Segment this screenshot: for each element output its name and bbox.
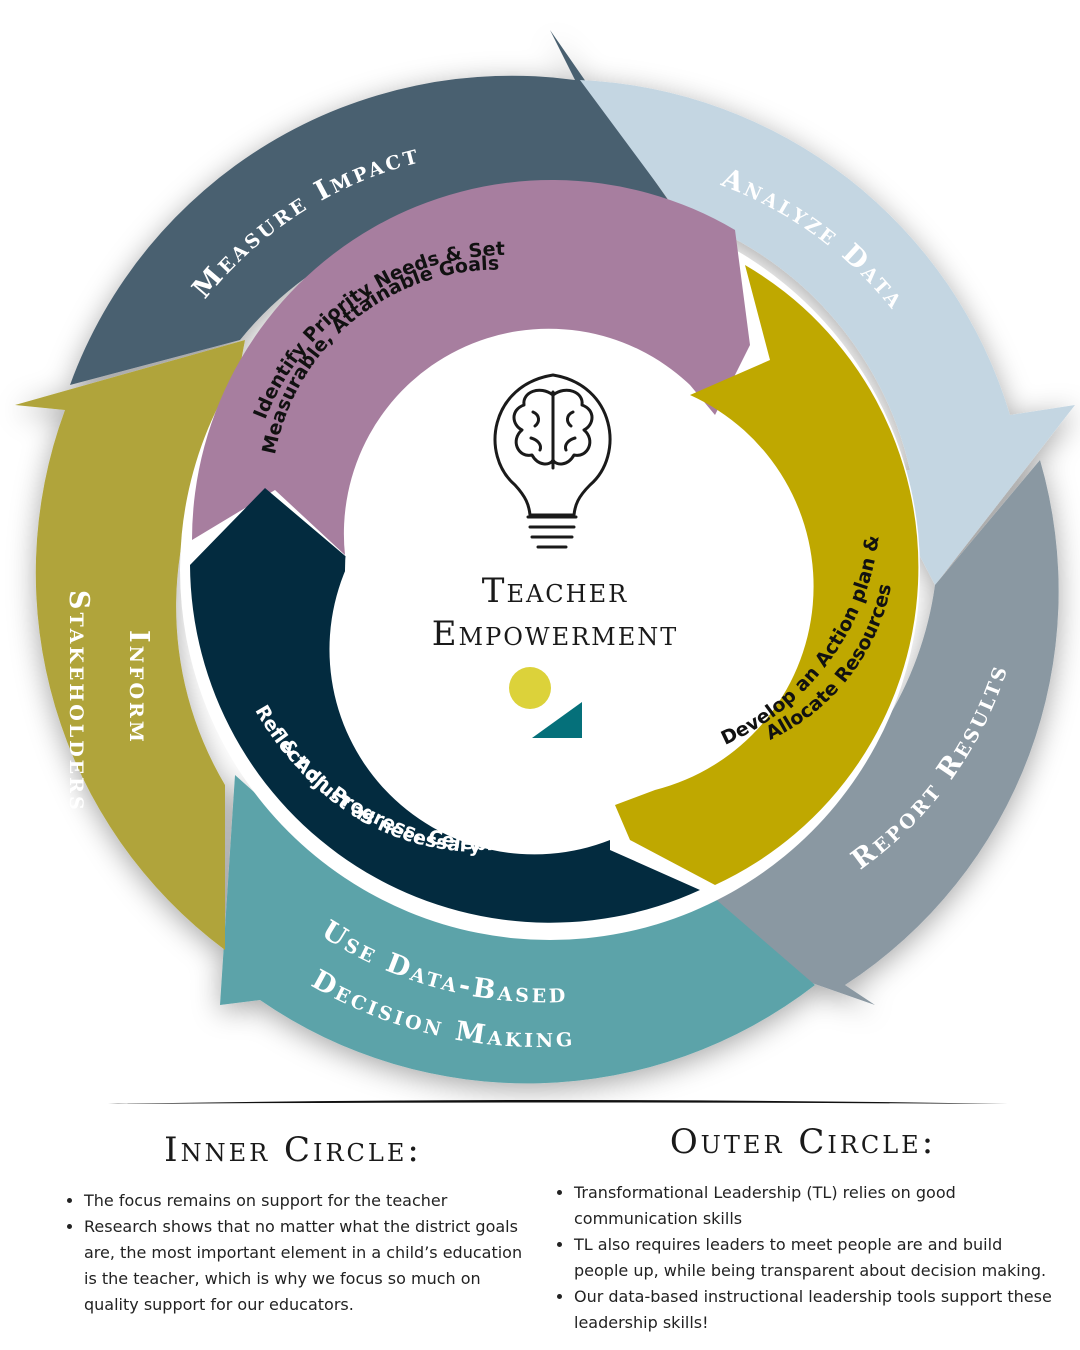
outer-segment-inform (15, 340, 245, 950)
divider-line (108, 1100, 1008, 1104)
inner-circle-heading: Inner Circle: (164, 1130, 422, 1170)
outer-segment-analyze-data (580, 80, 1075, 585)
center-circle (345, 365, 755, 775)
inner-circle-bullets: The focus remains on support for the tea… (58, 1188, 528, 1318)
inner-segment-identify (192, 180, 750, 555)
list-item: Transformational Leadership (TL) relies … (574, 1180, 1058, 1232)
list-item: Our data-based instructional leadership … (574, 1284, 1058, 1336)
outer-circle-section: Outer Circle: Transformational Leadershi… (548, 1122, 1058, 1336)
outer-segment-use-data (220, 775, 815, 1084)
teal-triangle-icon (532, 702, 582, 738)
outer-circle-heading: Outer Circle: (669, 1122, 937, 1162)
list-item: TL also requires leaders to meet people … (574, 1232, 1058, 1284)
center-title-line1: Teacher (482, 571, 628, 611)
yellow-dot-icon (509, 667, 551, 709)
inner-circle (190, 180, 919, 923)
inner-circle-section: Inner Circle: The focus remains on suppo… (58, 1130, 528, 1318)
inner-segment-reflect (190, 488, 700, 923)
outer-circle-bullets: Transformational Leadership (TL) relies … (548, 1180, 1058, 1336)
list-item: The focus remains on support for the tea… (84, 1188, 528, 1214)
lightbulb-brain-icon (493, 373, 612, 549)
outer-label-inform-line2: Stakeholders (63, 590, 94, 813)
cycle-diagram: Teacher Empowerment Measure Impact Analy… (15, 30, 1075, 1084)
outer-label-inform-line1: Inform (123, 630, 154, 745)
inner-segment-develop (615, 265, 919, 885)
center-title-line2: Empowerment (432, 614, 679, 654)
list-item: Research shows that no matter what the d… (84, 1214, 528, 1318)
outer-segment-measure-impact (70, 30, 675, 385)
